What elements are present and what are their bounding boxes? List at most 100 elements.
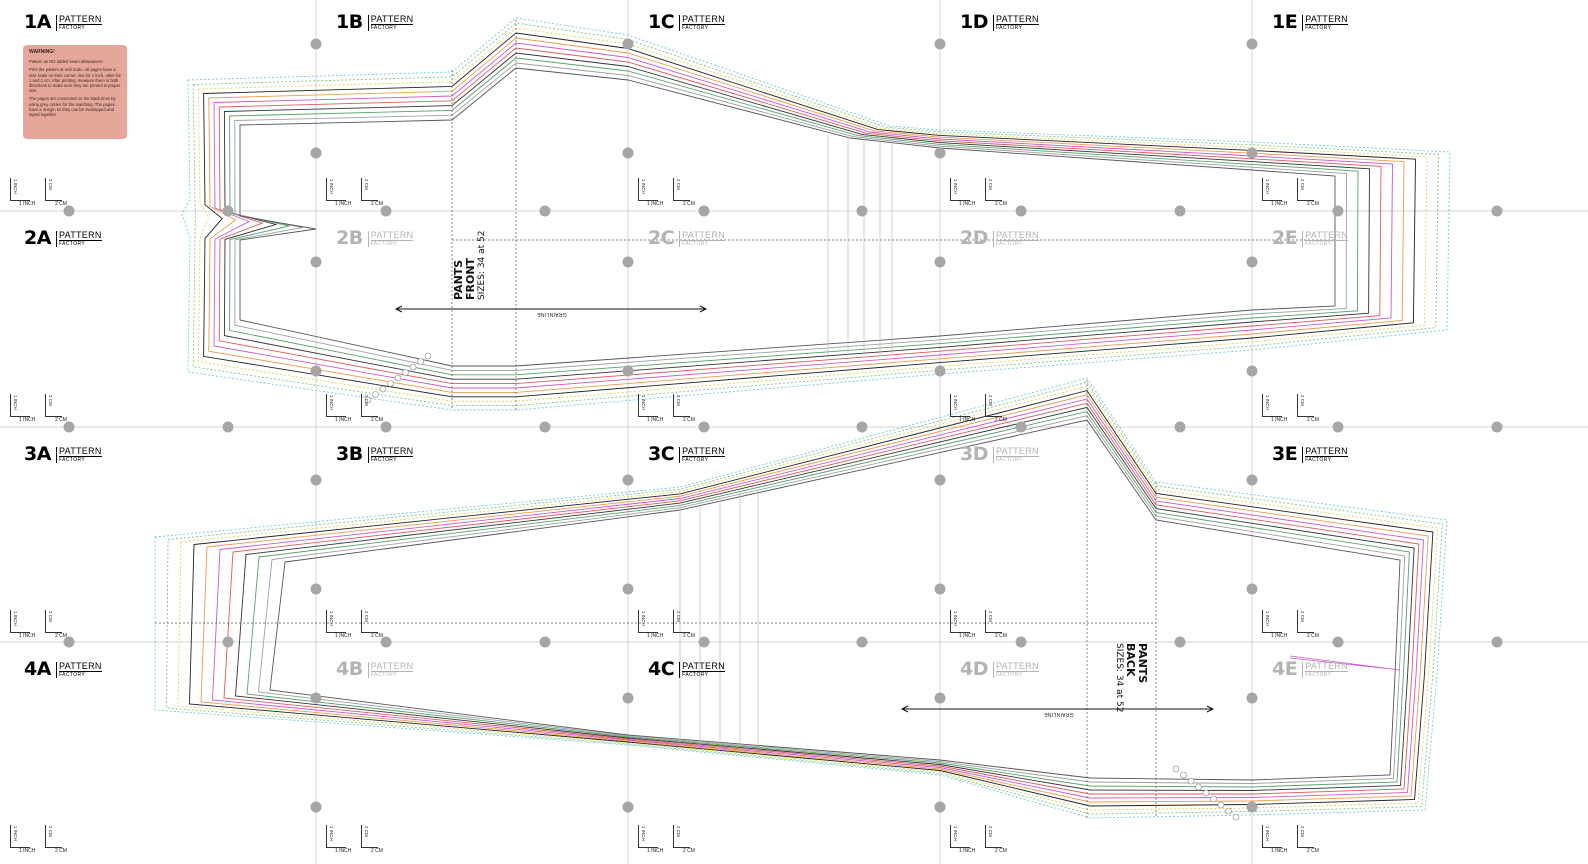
cm-vert-label: 2 CM	[364, 826, 369, 837]
front-size-notch	[424, 352, 432, 360]
match-circle	[934, 38, 946, 50]
inch-vert-label: 1 INCH	[953, 826, 958, 841]
match-circle	[1246, 474, 1258, 486]
back-size-outline	[223, 402, 1420, 795]
logo-line2: FACTORY	[370, 672, 397, 678]
inch-vert-label: 1 INCH	[641, 395, 646, 410]
match-circle	[856, 205, 868, 217]
logo-line1: PATTERN	[1305, 230, 1348, 241]
back-size-outline	[200, 394, 1429, 803]
match-circle	[698, 421, 710, 433]
logo-line1: PATTERN	[996, 230, 1039, 241]
inch-label: 1 INCH	[647, 848, 664, 854]
cm-label: 2 CM	[371, 633, 383, 639]
back-size-notch	[1217, 801, 1225, 809]
front-size-notch	[372, 391, 379, 398]
cm-label: 2 CM	[995, 633, 1007, 639]
front-size-outline	[208, 37, 1405, 393]
cm-label: 2 CM	[55, 633, 67, 639]
tile-id: 1C	[648, 11, 675, 33]
logo-line1: PATTERN	[682, 661, 725, 672]
tile-id: 3C	[648, 443, 675, 465]
front-grainline-arrow-head-left	[394, 305, 403, 313]
back-sizes: SIZES: 34 at 52	[1114, 643, 1124, 713]
logo-line2: FACTORY	[682, 241, 709, 247]
back-size-outline	[235, 406, 1415, 791]
match-circle	[622, 583, 634, 595]
cm-vert-label: 2 CM	[676, 395, 681, 406]
back-size-outline	[166, 381, 1443, 815]
tile-id: 1B	[336, 11, 363, 33]
match-circle	[380, 205, 392, 217]
page-match-circles	[63, 38, 1503, 813]
cm-label: 2 CM	[683, 201, 695, 207]
logo-line2: FACTORY	[1305, 672, 1332, 678]
back-size-outline	[258, 415, 1406, 784]
match-circle	[1491, 205, 1503, 217]
cm-vert-label: 2 CM	[1300, 179, 1305, 190]
grainline-arrows	[394, 305, 1215, 713]
front-size-notch	[402, 369, 409, 376]
inch-vert-label: 1 INCH	[329, 826, 334, 841]
tile-id: 3B	[336, 443, 363, 465]
match-circle	[1174, 421, 1186, 433]
match-circle	[1246, 38, 1258, 50]
back-size-notch	[1195, 783, 1202, 791]
match-circle	[1246, 256, 1258, 268]
logo-line1: PATTERN	[1305, 661, 1348, 672]
match-circle	[63, 421, 75, 433]
cm-label: 2 CM	[1307, 633, 1319, 639]
back-size-outline	[246, 411, 1410, 788]
tile-id: 4E	[1272, 658, 1298, 680]
front-sizes: SIZES: 34 at 52	[477, 230, 487, 301]
logo-line1: PATTERN	[1305, 14, 1348, 25]
cm-vert-label: 2 CM	[1300, 395, 1305, 406]
match-circle	[1332, 205, 1344, 217]
logo-line2: FACTORY	[1305, 241, 1332, 247]
back-size-notch	[1225, 807, 1232, 815]
cm-vert-label: 2 CM	[988, 395, 993, 406]
front-title-line2: FRONT	[464, 257, 477, 300]
match-circle	[1015, 421, 1027, 433]
pants-back-piece	[154, 377, 1448, 819]
match-circle	[310, 38, 322, 50]
inch-vert-label: 1 INCH	[953, 179, 958, 194]
warning-title: WARNING!	[29, 49, 55, 55]
inch-vert-label: 1 INCH	[1265, 179, 1270, 194]
front-size-outline	[181, 17, 1451, 411]
logo-line2: FACTORY	[58, 672, 86, 678]
tile-id: 4C	[648, 658, 675, 680]
match-circle	[1246, 583, 1258, 595]
logo-line2: FACTORY	[996, 672, 1023, 678]
inch-label: 1 INCH	[19, 848, 36, 854]
front-size-notch	[394, 374, 402, 382]
tile-id: 2E	[1272, 227, 1298, 249]
match-circle	[310, 583, 322, 595]
match-circle	[310, 147, 322, 159]
match-circle	[539, 205, 551, 217]
tile-id: 3E	[1272, 443, 1298, 465]
cm-label: 2 CM	[995, 201, 1007, 207]
